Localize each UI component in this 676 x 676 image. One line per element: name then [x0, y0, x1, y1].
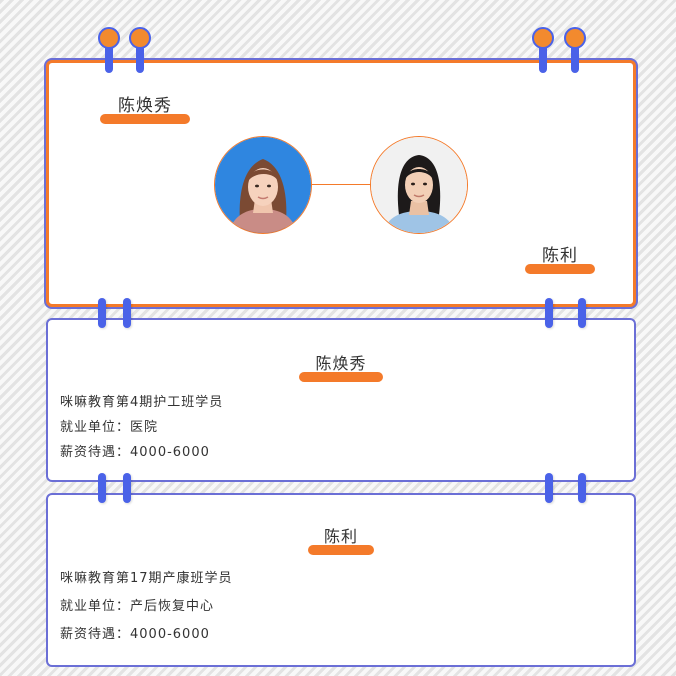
student-course: 咪嘛教育第4期护工班学员: [60, 395, 224, 410]
name-tag-bar: [525, 264, 595, 274]
pin-1: [98, 27, 120, 77]
student-course: 咪嘛教育第17期产康班学员: [60, 571, 233, 586]
name-tag-bar: [100, 114, 190, 124]
pin-3: [532, 27, 554, 77]
connector-clip: [123, 473, 131, 503]
profile-card: [46, 60, 636, 307]
avatar-left: [214, 136, 312, 234]
connector-clip: [98, 473, 106, 503]
pin-2: [129, 27, 151, 77]
name-tag-right: 陈利: [525, 244, 595, 274]
name-tag-label: 陈利: [542, 246, 578, 266]
student-salary: 薪资待遇：4000-6000: [60, 627, 210, 642]
name-tag-bar: [299, 372, 383, 382]
name-tag-left: 陈焕秀: [100, 94, 190, 124]
avatar-connector-line: [312, 184, 370, 185]
student-employer: 就业单位：产后恢复中心: [60, 599, 215, 614]
student-name-tag-1: 陈焕秀: [299, 352, 383, 382]
student-card-1: [46, 318, 636, 482]
name-tag-label: 陈焕秀: [118, 96, 172, 116]
connector-clip: [98, 298, 106, 328]
connector-clip: [545, 298, 553, 328]
portrait-icon: [371, 137, 467, 233]
connector-clip: [578, 473, 586, 503]
connector-clip: [123, 298, 131, 328]
pin-4: [564, 27, 586, 77]
student-card-2: [46, 493, 636, 667]
connector-clip: [545, 473, 553, 503]
portrait-icon: [215, 137, 311, 233]
student-name: 陈焕秀: [315, 354, 367, 373]
student-salary: 薪资待遇：4000-6000: [60, 445, 210, 460]
name-tag-bar: [308, 545, 374, 555]
student-name: 陈利: [323, 527, 358, 546]
connector-clip: [578, 298, 586, 328]
student-name-tag-2: 陈利: [308, 525, 374, 555]
avatar-right: [370, 136, 468, 234]
student-employer: 就业单位：医院: [60, 420, 159, 435]
